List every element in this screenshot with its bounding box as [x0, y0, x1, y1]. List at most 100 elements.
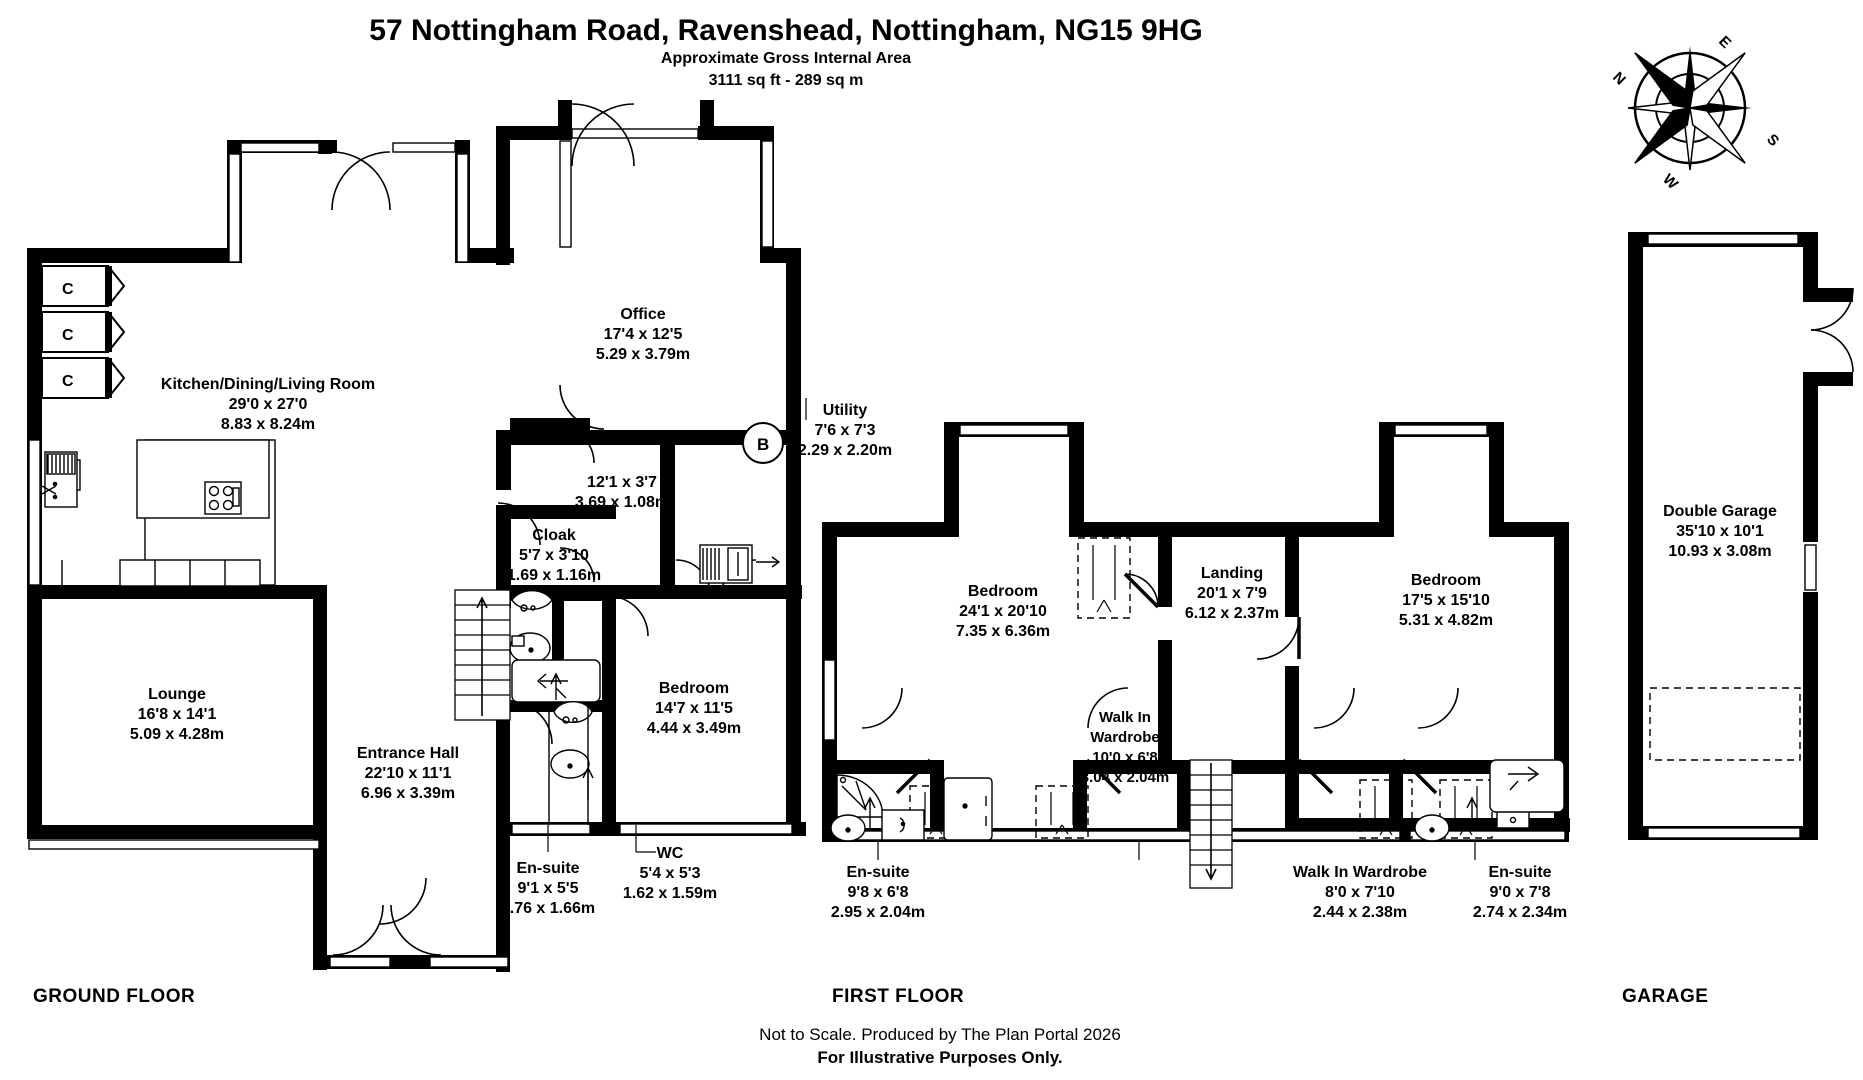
room-dims-metric: 2.44 x 2.38m — [1313, 904, 1407, 921]
room-label-master-bedroom: Bedroom 24'1 x 20'10 7.35 x 6.36m — [956, 583, 1050, 640]
ground-leader-lines — [547, 398, 807, 853]
room-label-utility: Utility 7'6 x 7'3 2.29 x 2.20m — [798, 402, 892, 459]
kitchen-fixtures — [41, 439, 276, 587]
sink-icon — [41, 451, 78, 508]
room-dims-metric: 5.29 x 3.79m — [596, 346, 690, 363]
first-floor-doors — [861, 572, 1459, 795]
counter-run-icon — [61, 559, 261, 587]
room-name: Lounge — [148, 686, 206, 703]
room-dims-metric: 6.96 x 3.39m — [361, 785, 455, 802]
ground-bathroom-fixtures — [509, 590, 601, 703]
room-dims-imperial: 8'0 x 7'10 — [1325, 884, 1395, 901]
room-dims-metric: 5.09 x 4.28m — [130, 726, 224, 743]
room-label-first-left-ensuite: En-suite 9'8 x 6'8 2.95 x 2.04m — [831, 864, 925, 921]
cupboard-label: C — [62, 373, 74, 390]
caption-garage: GARAGE — [1622, 986, 1708, 1007]
room-name: Cloak — [532, 527, 576, 544]
room-dims-imperial: 5'7 x 3'10 — [519, 547, 589, 564]
room-name-line1: Walk In — [1099, 709, 1151, 726]
room-name: WC — [657, 845, 684, 862]
room-name: Bedroom — [1411, 572, 1481, 589]
room-dims-imperial: 12'1 x 3'7 — [587, 474, 657, 491]
room-label-walk-in-wardrobe-2: Walk In Wardrobe 8'0 x 7'10 2.44 x 2.38m — [1293, 864, 1427, 921]
room-dims-imperial: 29'0 x 27'0 — [229, 396, 308, 413]
garage-doors — [1810, 287, 1854, 373]
caption-first-floor: FIRST FLOOR — [832, 986, 964, 1007]
room-dims-imperial: 7'6 x 7'3 — [815, 422, 876, 439]
room-label-second-bedroom: Bedroom 17'5 x 15'10 5.31 x 4.82m — [1399, 572, 1493, 629]
room-dims-metric: 4.44 x 3.49m — [647, 720, 741, 737]
room-label-first-right-ensuite: En-suite 9'0 x 7'8 2.74 x 2.34m — [1473, 864, 1567, 921]
room-name: Double Garage — [1663, 503, 1777, 520]
room-dims-imperial: 9'0 x 7'8 — [1490, 884, 1551, 901]
first-floor-plan: Bedroom 24'1 x 20'10 7.35 x 6.36m Landin… — [822, 422, 1570, 921]
utility-fixtures — [699, 544, 781, 584]
garage-parking-outline-icon — [1649, 687, 1801, 761]
room-label-kitchen: Kitchen/Dining/Living Room 29'0 x 27'0 8… — [161, 376, 375, 433]
room-label-lounge: Lounge 16'8 x 14'1 5.09 x 4.28m — [130, 686, 224, 743]
room-dims-imperial: 17'5 x 15'10 — [1402, 592, 1490, 609]
room-name: En-suite — [1488, 864, 1551, 881]
room-label-inner-hall: 12'1 x 3'7 3.69 x 1.08m — [575, 474, 669, 511]
room-label-ground-bedroom: Bedroom 14'7 x 11'5 4.44 x 3.49m — [647, 680, 741, 737]
room-dims-imperial: 10'0 x 6'8 — [1092, 749, 1158, 766]
page-title: 57 Nottingham Road, Ravenshead, Nottingh… — [369, 14, 1202, 47]
room-dims-metric: 2.95 x 2.04m — [831, 904, 925, 921]
cupboard-label: C — [62, 327, 74, 344]
room-label-walk-in-wardrobe-1: Walk In Wardrobe 10'0 x 6'8 3.04 x 2.04m — [1081, 709, 1169, 786]
ground-ensuite-fixtures — [548, 700, 594, 825]
room-label-office: Office 17'4 x 12'5 5.29 x 3.79m — [596, 306, 690, 363]
footer-line-2: For Illustrative Purposes Only. — [817, 1048, 1062, 1067]
room-label-cloak: Cloak 5'7 x 3'10 1.69 x 1.16m — [507, 527, 601, 584]
room-dims-imperial: 17'4 x 12'5 — [604, 326, 683, 343]
room-name: Entrance Hall — [357, 745, 459, 762]
ground-floor-plan: C C C C B — [27, 100, 892, 972]
ground-floor-cupboards: C C C C B — [41, 265, 784, 464]
room-dims-imperial: 5'4 x 5'3 — [640, 865, 701, 882]
cupboard-office: C — [548, 424, 559, 441]
boiler-label: B — [757, 435, 769, 454]
room-dims-metric: 3.69 x 1.08m — [575, 494, 669, 511]
room-name: Kitchen/Dining/Living Room — [161, 376, 375, 393]
room-label-ground-ensuite: En-suite 9'1 x 5'5 2.76 x 1.66m — [501, 860, 595, 917]
area-value: 3111 sq ft - 289 sq m — [709, 72, 864, 89]
footer-line-1: Not to Scale. Produced by The Plan Porta… — [759, 1025, 1121, 1044]
room-dims-metric: 8.83 x 8.24m — [221, 416, 315, 433]
room-name: Landing — [1201, 565, 1263, 582]
first-leader-lines — [877, 842, 1476, 860]
area-subtitle: Approximate Gross Internal Area — [661, 50, 911, 67]
first-left-ensuite-fixtures — [830, 774, 993, 842]
room-dims-imperial: 16'8 x 14'1 — [138, 706, 217, 723]
room-name: Utility — [823, 402, 868, 419]
room-dims-metric: 2.76 x 1.66m — [501, 900, 595, 917]
first-room-labels: Bedroom 24'1 x 20'10 7.35 x 6.36m Landin… — [831, 565, 1567, 921]
staircase-icon — [454, 589, 511, 721]
ground-floor-walls — [27, 100, 806, 972]
cupboard-2: C — [41, 311, 126, 353]
room-dims-metric: 7.35 x 6.36m — [956, 623, 1050, 640]
first-floor-wardrobe-icons — [909, 537, 1493, 839]
room-name: Bedroom — [659, 680, 729, 697]
room-name: Office — [620, 306, 665, 323]
room-dims-imperial: 9'1 x 5'5 — [518, 880, 579, 897]
room-dims-metric: 1.69 x 1.16m — [507, 567, 601, 584]
room-dims-imperial: 35'10 x 10'1 — [1676, 523, 1764, 540]
compass-label-east: E — [1715, 33, 1734, 52]
cupboard-1: C — [41, 265, 126, 307]
room-name: Bedroom — [968, 583, 1038, 600]
compass-label-south: S — [1763, 131, 1782, 150]
room-name: En-suite — [846, 864, 909, 881]
room-dims-imperial: 9'8 x 6'8 — [848, 884, 909, 901]
room-label-wc: WC 5'4 x 5'3 1.62 x 1.59m — [623, 845, 717, 902]
room-dims-metric: 6.12 x 2.37m — [1185, 605, 1279, 622]
ground-floor-windows — [28, 128, 793, 968]
boiler-marker: B — [742, 422, 784, 464]
room-dims-metric: 1.62 x 1.59m — [623, 885, 717, 902]
room-dims-imperial: 24'1 x 20'10 — [959, 603, 1047, 620]
room-dims-metric: 5.31 x 4.82m — [1399, 612, 1493, 629]
room-dims-metric: 10.93 x 3.08m — [1668, 543, 1771, 560]
room-dims-metric: 2.29 x 2.20m — [798, 442, 892, 459]
ground-room-labels: Kitchen/Dining/Living Room 29'0 x 27'0 8… — [130, 306, 892, 917]
room-label-entrance-hall: Entrance Hall 22'10 x 11'1 6.96 x 3.39m — [357, 745, 459, 802]
compass-label-west: W — [1659, 171, 1682, 194]
